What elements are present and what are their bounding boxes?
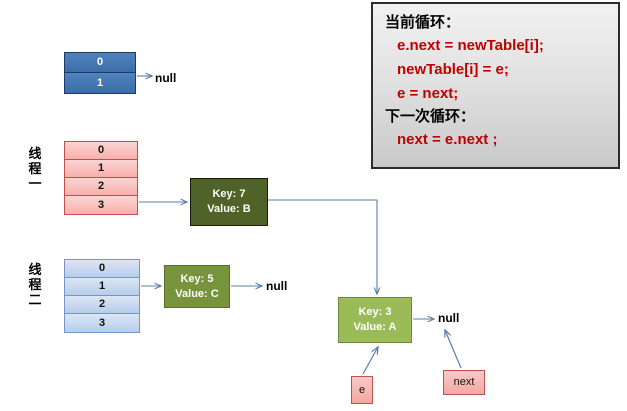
entry-node-key3[interactable]: Key: 3 Value: A	[338, 297, 412, 343]
entry-node-key5[interactable]: Key: 5 Value: C	[164, 265, 230, 308]
thread-one-char-2: 程	[28, 161, 42, 176]
code-line-3: e = next;	[397, 85, 459, 102]
code-heading-next: 下一次循环：	[385, 108, 476, 125]
code-heading-current: 当前循环：	[385, 14, 461, 31]
bucket-cell[interactable]: 2	[65, 296, 139, 314]
bucket-cell[interactable]: 2	[65, 178, 137, 196]
entry-key-line: Key: 5	[180, 272, 214, 285]
arrow-next-to-null	[445, 330, 462, 369]
bucket-cell[interactable]: 3	[65, 314, 139, 332]
code-callout-box: 当前循环： e.next = newTable[i]; newTable[i] …	[371, 2, 620, 169]
bucket-cell[interactable]: 1	[65, 278, 139, 296]
variable-box-next[interactable]: next	[443, 370, 485, 395]
code-line-2: newTable[i] = e;	[397, 61, 509, 78]
entry-key-line: Key: 3	[358, 306, 392, 318]
entry-value-line: Value: C	[175, 287, 219, 300]
bucket-cell[interactable]: 0	[65, 260, 139, 278]
bucket-cell[interactable]: 0	[65, 142, 137, 160]
thread-two-bucket-array: 0 1 2 3	[64, 259, 140, 333]
bucket-cell[interactable]: 3	[65, 196, 137, 214]
null-label: null	[438, 311, 460, 325]
variable-box-e[interactable]: e	[351, 376, 373, 404]
thread-two-char-1: 线	[28, 262, 42, 277]
bucket-cell[interactable]: 1	[65, 160, 137, 178]
code-line-1: e.next = newTable[i];	[397, 37, 544, 54]
entry-value-line: Value: B	[207, 203, 251, 215]
thread-one-char-1: 线	[28, 146, 42, 161]
null-label: null	[266, 279, 288, 293]
entry-node-key7[interactable]: Key: 7 Value: B	[190, 178, 268, 226]
null-label: null	[155, 71, 177, 85]
thread-two-char-3: 二	[28, 292, 42, 307]
entry-value-line: Value: A	[353, 321, 397, 333]
bucket-cell[interactable]: 0	[65, 53, 135, 73]
bucket-cell[interactable]: 1	[65, 73, 135, 93]
thread-one-char-3: 一	[28, 176, 42, 191]
thread-two-label: 线 程 二	[24, 262, 46, 307]
thread-two-char-2: 程	[28, 277, 42, 292]
newtable-bucket-array: 0 1	[64, 52, 136, 94]
entry-key-line: Key: 7	[212, 188, 246, 200]
thread-one-label: 线 程 一	[24, 146, 46, 191]
code-line-4: next = e.next ;	[397, 131, 498, 148]
arrow-e-to-key3	[362, 347, 378, 375]
thread-one-bucket-array: 0 1 2 3	[64, 141, 138, 215]
